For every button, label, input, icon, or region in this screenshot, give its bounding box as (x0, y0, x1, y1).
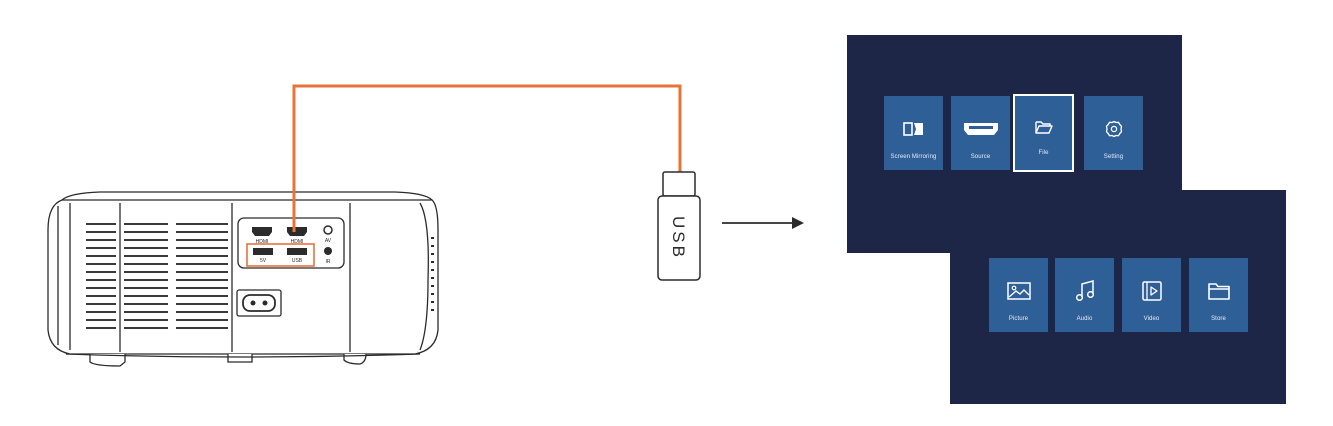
usb-stick-label: USB (669, 216, 688, 260)
tile-label: Screen Mirroring (890, 154, 937, 160)
av-jack-label: AV (325, 238, 332, 244)
hdmi-source-icon (963, 118, 999, 140)
video-icon (1141, 280, 1162, 302)
hdmi-port-2-label: HDMI (291, 239, 304, 245)
tile-picture[interactable]: Picture (989, 258, 1048, 332)
tile-label: Store (1211, 316, 1226, 322)
hdmi-port-2 (287, 227, 307, 236)
file-menu-screen: Picture Audio Video Store (950, 190, 1286, 404)
tile-label: Audio (1076, 316, 1093, 322)
usb-ports-highlight (246, 243, 315, 267)
av-jack (323, 225, 333, 235)
projector-vents (86, 223, 228, 329)
tile-label: Setting (1103, 154, 1124, 160)
usb-port-2 (287, 248, 307, 255)
usb-cable (292, 84, 682, 232)
arrow-icon (722, 217, 804, 229)
usb-port-2-label: USB (292, 258, 303, 264)
tile-store[interactable]: Store (1189, 258, 1248, 332)
ir-jack-label: IR (326, 259, 331, 265)
tile-label: File (1038, 150, 1049, 156)
usb-port-1 (253, 248, 273, 255)
power-inlet (236, 289, 282, 317)
tile-screen-mirroring[interactable]: Screen Mirroring (884, 96, 943, 170)
tile-label: Video (1143, 316, 1160, 322)
tile-audio[interactable]: Audio (1055, 258, 1114, 332)
tile-source[interactable]: Source (951, 96, 1010, 170)
tile-file[interactable]: File (1013, 94, 1074, 172)
tile-video[interactable]: Video (1122, 258, 1181, 332)
port-panel: HDMI HDMI AV 5V USB IR (237, 217, 345, 269)
music-note-icon (1075, 280, 1095, 302)
usb-port-1-label: 5V (260, 258, 267, 264)
hdmi-port-1 (252, 227, 272, 236)
tile-label: Picture (1008, 316, 1029, 322)
folder-icon (1207, 280, 1230, 302)
hdmi-port-1-label: HDMI (256, 239, 269, 245)
gear-icon (1105, 118, 1123, 140)
screen-mirroring-icon (902, 118, 925, 140)
usb-stick (657, 171, 701, 281)
tile-label: Source (970, 154, 991, 160)
folder-open-icon (1034, 116, 1053, 138)
tile-setting[interactable]: Setting (1084, 96, 1143, 170)
ir-jack (324, 247, 332, 255)
picture-icon (1006, 280, 1031, 302)
